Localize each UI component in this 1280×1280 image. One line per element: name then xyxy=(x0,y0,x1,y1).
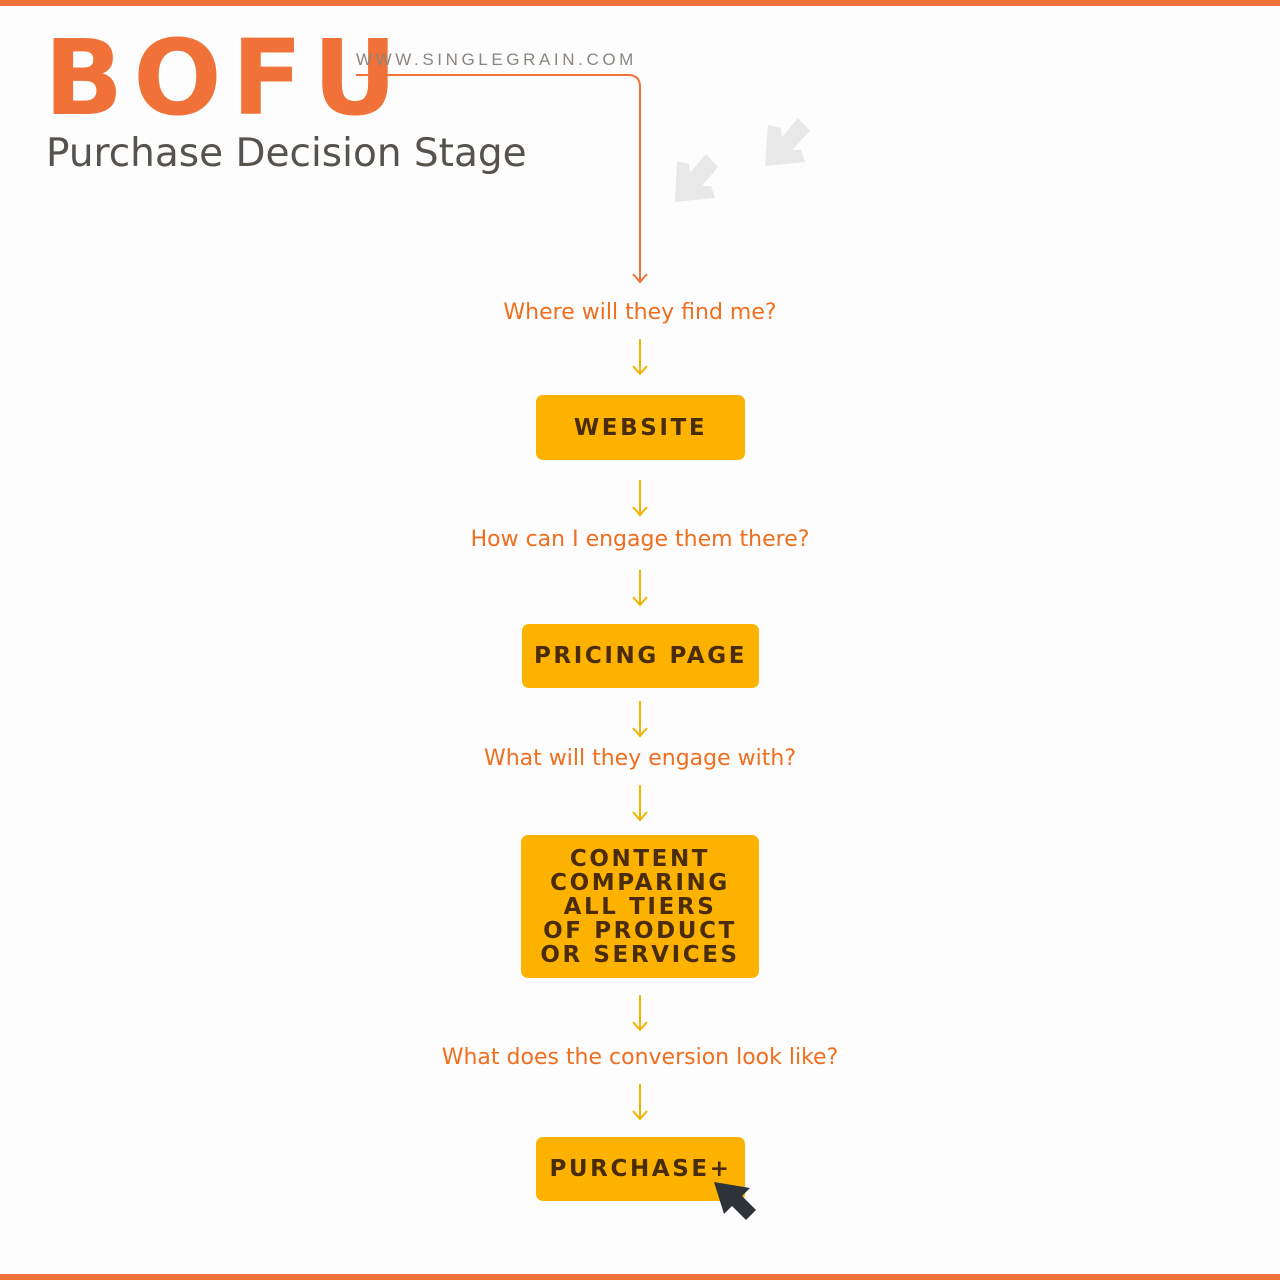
url-connector-arrowhead xyxy=(632,273,648,284)
connector-arrow xyxy=(632,995,648,1032)
mouse-cursor-icon xyxy=(714,1182,756,1220)
step-label: WEBSITE xyxy=(573,414,708,441)
question-conversion: What does the conversion look like? xyxy=(441,1045,839,1070)
connector-arrow xyxy=(632,339,648,376)
page-title: BOFU xyxy=(44,17,408,139)
connector-arrow xyxy=(632,570,648,607)
step-label: PRICING PAGE xyxy=(533,643,748,669)
connector-arrow xyxy=(632,701,648,738)
step-box-website: WEBSITE xyxy=(536,395,745,460)
connector-arrow xyxy=(632,480,648,517)
question-find: Where will they find me? xyxy=(503,300,777,325)
website-url: WWW.SINGLEGRAIN.COM xyxy=(356,50,637,69)
connector-arrow xyxy=(632,1084,648,1121)
arrow-down-left-icon xyxy=(675,154,718,202)
question-engage-with: What will they engage with? xyxy=(483,746,796,771)
page-subtitle: Purchase Decision Stage xyxy=(46,131,527,176)
connector-arrow xyxy=(632,785,648,822)
step-label: PURCHASE+ xyxy=(549,1156,732,1182)
url-connector-line xyxy=(356,74,641,281)
question-engage-there: How can I engage them there? xyxy=(470,527,810,552)
bottom-border-bar xyxy=(0,1274,1280,1280)
arrow-down-left-icon xyxy=(765,118,810,166)
step-label: CONTENT COMPARING ALL TIERS OF PRODUCT O… xyxy=(540,845,740,968)
step-box-pricing-page: PRICING PAGE xyxy=(522,624,759,688)
step-box-purchase: PURCHASE+ xyxy=(536,1137,745,1201)
step-box-content: CONTENT COMPARING ALL TIERS OF PRODUCT O… xyxy=(521,835,759,978)
top-border-bar xyxy=(0,0,1280,6)
